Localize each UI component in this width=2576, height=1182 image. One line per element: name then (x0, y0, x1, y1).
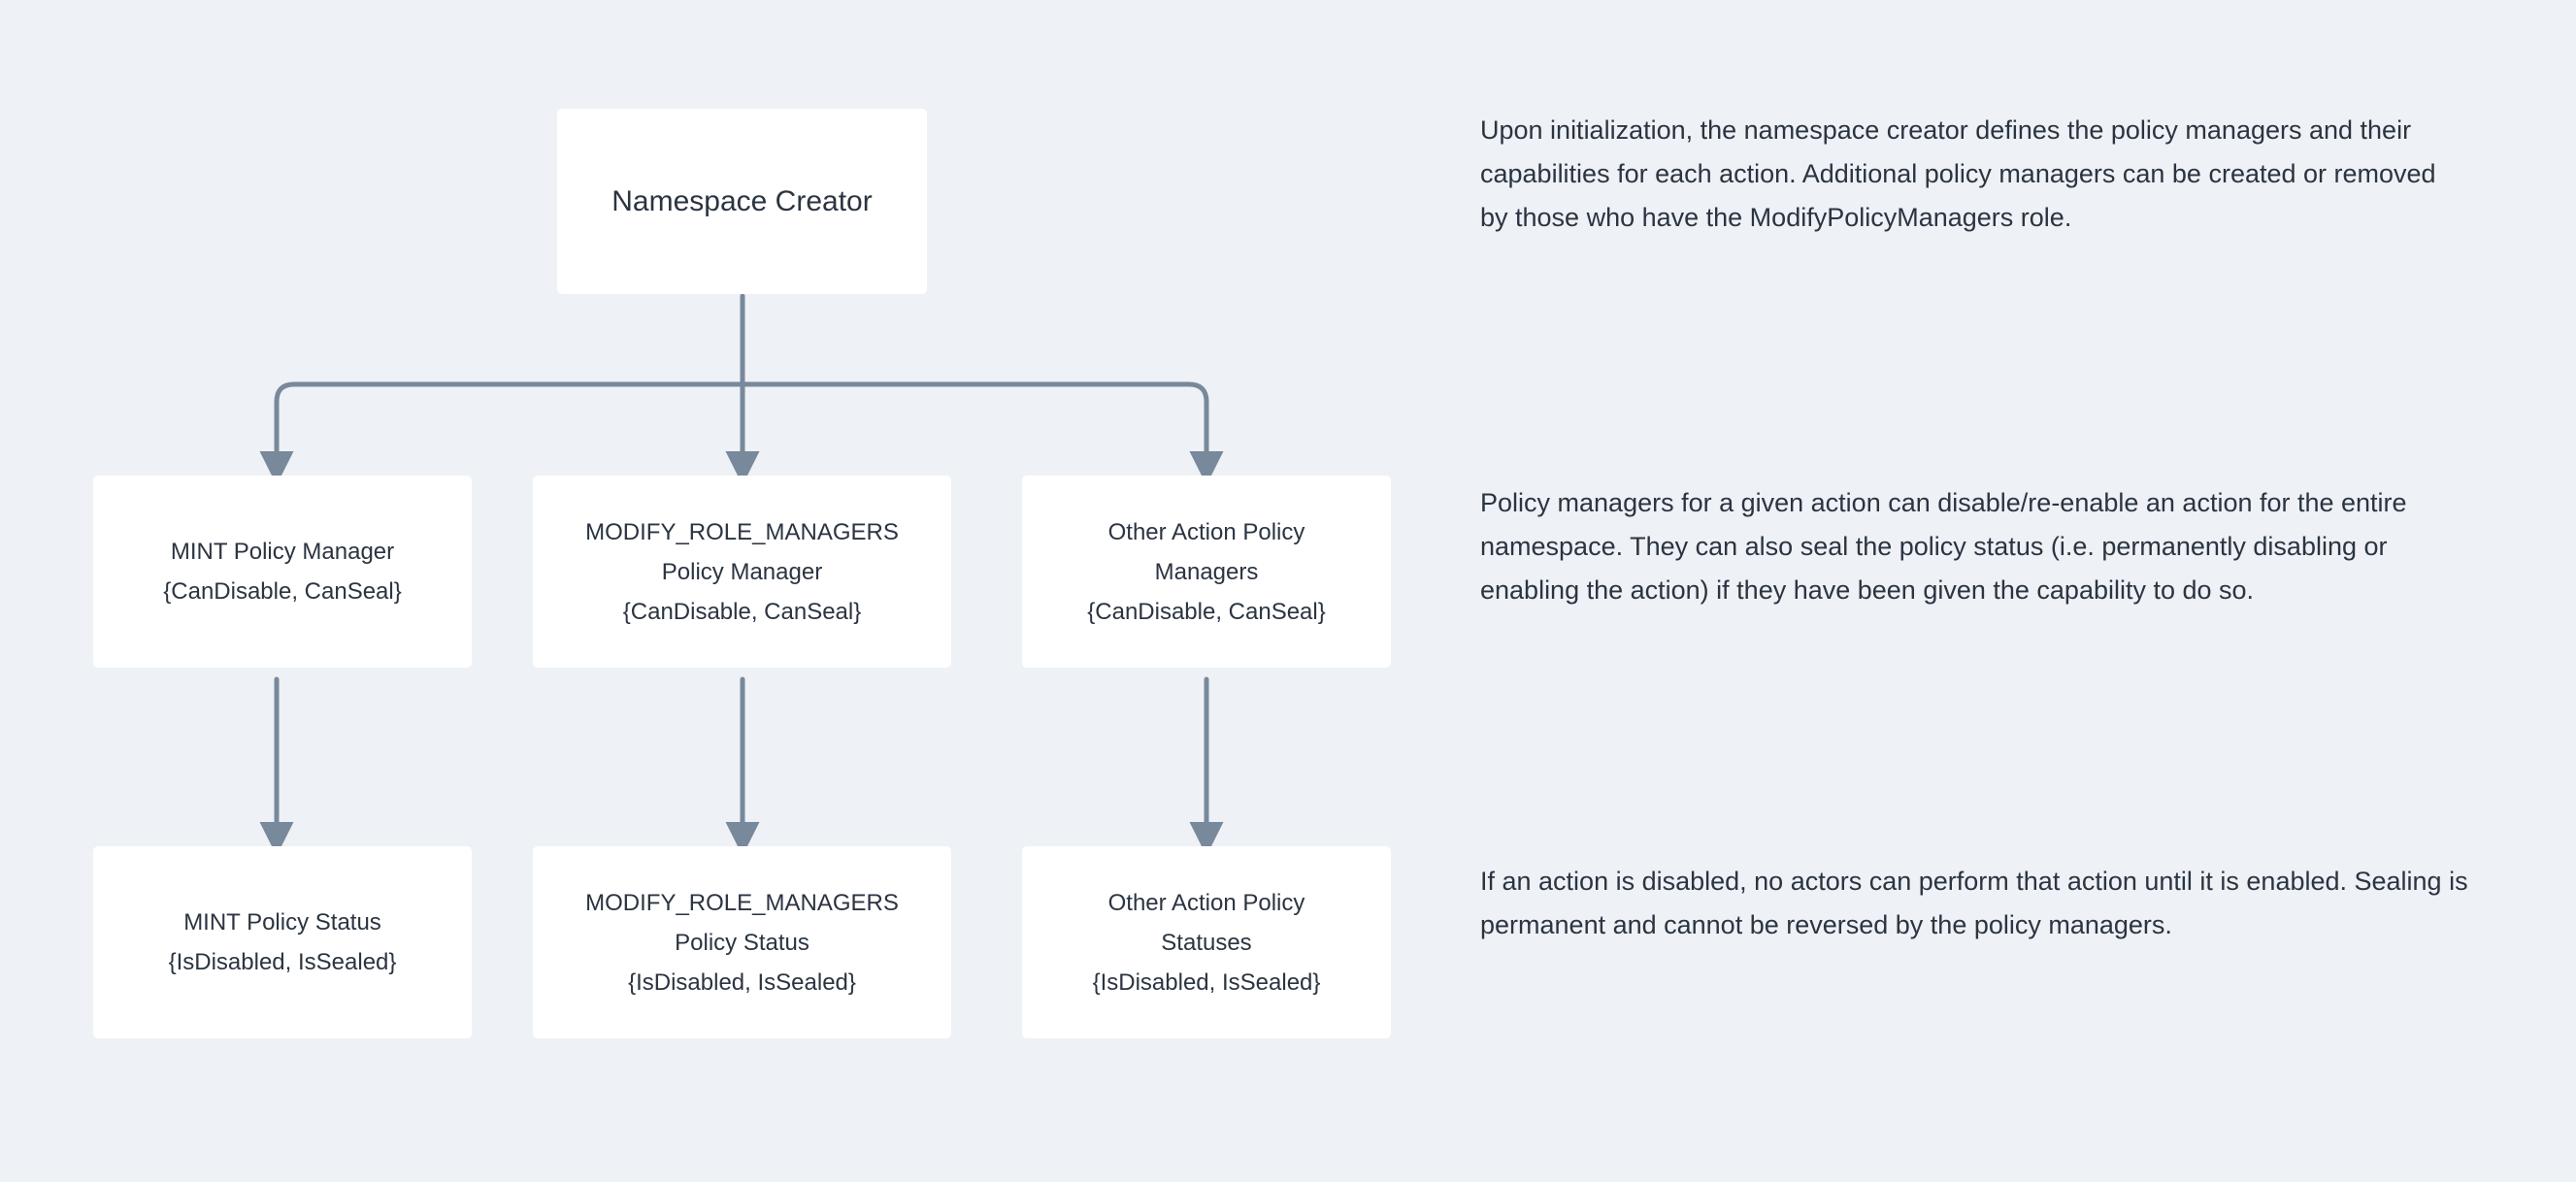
node-label-line: {CanDisable, CanSeal} (163, 578, 402, 605)
node-label-group: Other Action Policy Managers {CanDisable… (1036, 512, 1377, 632)
note-capabilities: Policy managers for a given action can d… (1480, 488, 2407, 605)
node-label-line: {IsDisabled, IsSealed} (168, 949, 397, 975)
node-modify-role-managers-policy-manager[interactable]: MODIFY_ROLE_MANAGERS Policy Manager {Can… (533, 476, 951, 668)
node-label-group: MODIFY_ROLE_MANAGERS Policy Manager {Can… (546, 512, 938, 632)
node-label-line: MINT Policy Manager (170, 539, 395, 565)
node-label-group: Namespace Creator (571, 181, 913, 222)
node-label-line: {IsDisabled, IsSealed} (628, 969, 856, 996)
node-label-line: Namespace Creator (611, 184, 873, 217)
node-other-action-policy-managers[interactable]: Other Action Policy Managers {CanDisable… (1022, 476, 1391, 668)
node-label-line: Policy Manager (661, 558, 823, 585)
node-label-group: MODIFY_ROLE_MANAGERS Policy Status {IsDi… (546, 883, 938, 1002)
connector-branch-left (259, 381, 745, 485)
connector-branch-right (740, 381, 1224, 485)
node-label-group: MINT Policy Manager {CanDisable, CanSeal… (107, 532, 458, 611)
node-label-group: Other Action Policy Statuses {IsDisabled… (1036, 883, 1377, 1002)
node-label-line: Other Action Policy (1107, 889, 1305, 916)
node-label-line: Policy Status (675, 929, 809, 956)
node-label-line: {CanDisable, CanSeal} (1087, 598, 1326, 625)
note-sealing: If an action is disabled, no actors can … (1480, 867, 2468, 939)
node-mint-policy-status[interactable]: MINT Policy Status {IsDisabled, IsSealed… (93, 846, 472, 1038)
node-label-line: MODIFY_ROLE_MANAGERS (585, 518, 899, 545)
node-label-line: Statuses (1161, 929, 1252, 956)
node-label-line: MODIFY_ROLE_MANAGERS (585, 889, 899, 916)
node-label-line: Other Action Policy (1107, 518, 1305, 545)
node-mint-policy-manager[interactable]: MINT Policy Manager {CanDisable, CanSeal… (93, 476, 472, 668)
node-namespace-creator[interactable]: Namespace Creator (557, 109, 927, 294)
node-label-line: Managers (1154, 558, 1259, 585)
node-label-group: MINT Policy Status {IsDisabled, IsSealed… (107, 903, 458, 982)
note-initialization: Upon initialization, the namespace creat… (1480, 115, 2436, 232)
node-modify-role-managers-policy-status[interactable]: MODIFY_ROLE_MANAGERS Policy Status {IsDi… (533, 846, 951, 1038)
node-other-action-policy-statuses[interactable]: Other Action Policy Statuses {IsDisabled… (1022, 846, 1391, 1038)
node-label-line: {IsDisabled, IsSealed} (1092, 969, 1321, 996)
node-label-line: {CanDisable, CanSeal} (622, 598, 862, 625)
node-label-line: MINT Policy Status (183, 909, 381, 936)
